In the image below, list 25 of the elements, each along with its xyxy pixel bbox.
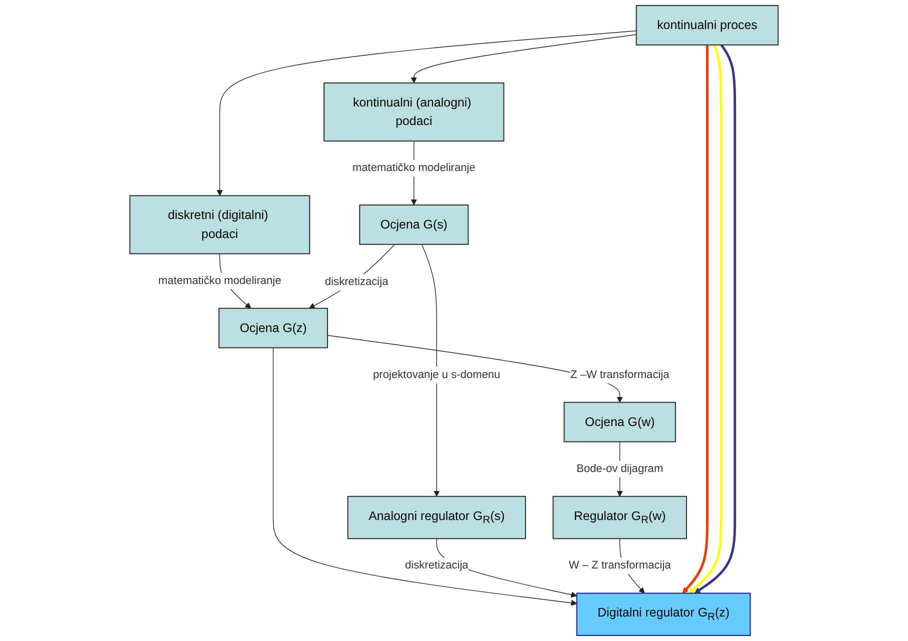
node-box: diskretni (digitalni) podaci	[129, 195, 310, 254]
edge-label: projektovanje u s-domenu	[373, 368, 500, 381]
arrow	[308, 244, 396, 309]
arrow	[422, 244, 440, 497]
node-box: Ocjena G(w)	[564, 402, 676, 442]
arrow	[682, 44, 708, 594]
node-box: Regulator G$_{R}$(w)	[552, 496, 688, 540]
edge-label: Z –W transformacija	[570, 368, 670, 381]
node-box: kontinualni (analogni) podaci	[324, 82, 504, 142]
edge-label: W – Z transformacija	[568, 560, 671, 572]
node-box: Analogni regulator G$_{R}$(s)	[347, 496, 526, 540]
arrow	[694, 44, 736, 594]
edge-label: matematičko modeliranje	[352, 162, 476, 174]
edge-label: matematičko modeliranje	[158, 274, 282, 287]
arrow	[216, 30, 637, 196]
arrow	[410, 34, 637, 84]
node-box: Ocjena G(z)	[218, 308, 328, 348]
edge-label: diskretizacija	[404, 560, 468, 572]
arrow	[327, 335, 623, 403]
node-box: Digitalni regulator G$_{R}$(z)	[576, 592, 751, 636]
edge-label: Bode-ov dijagram	[576, 462, 664, 475]
node-box: kontinualni proces	[636, 5, 779, 46]
node-box: Ocjena G(s)	[359, 204, 469, 245]
arrow	[688, 44, 722, 594]
edge-label: diskretizacija	[324, 276, 388, 288]
